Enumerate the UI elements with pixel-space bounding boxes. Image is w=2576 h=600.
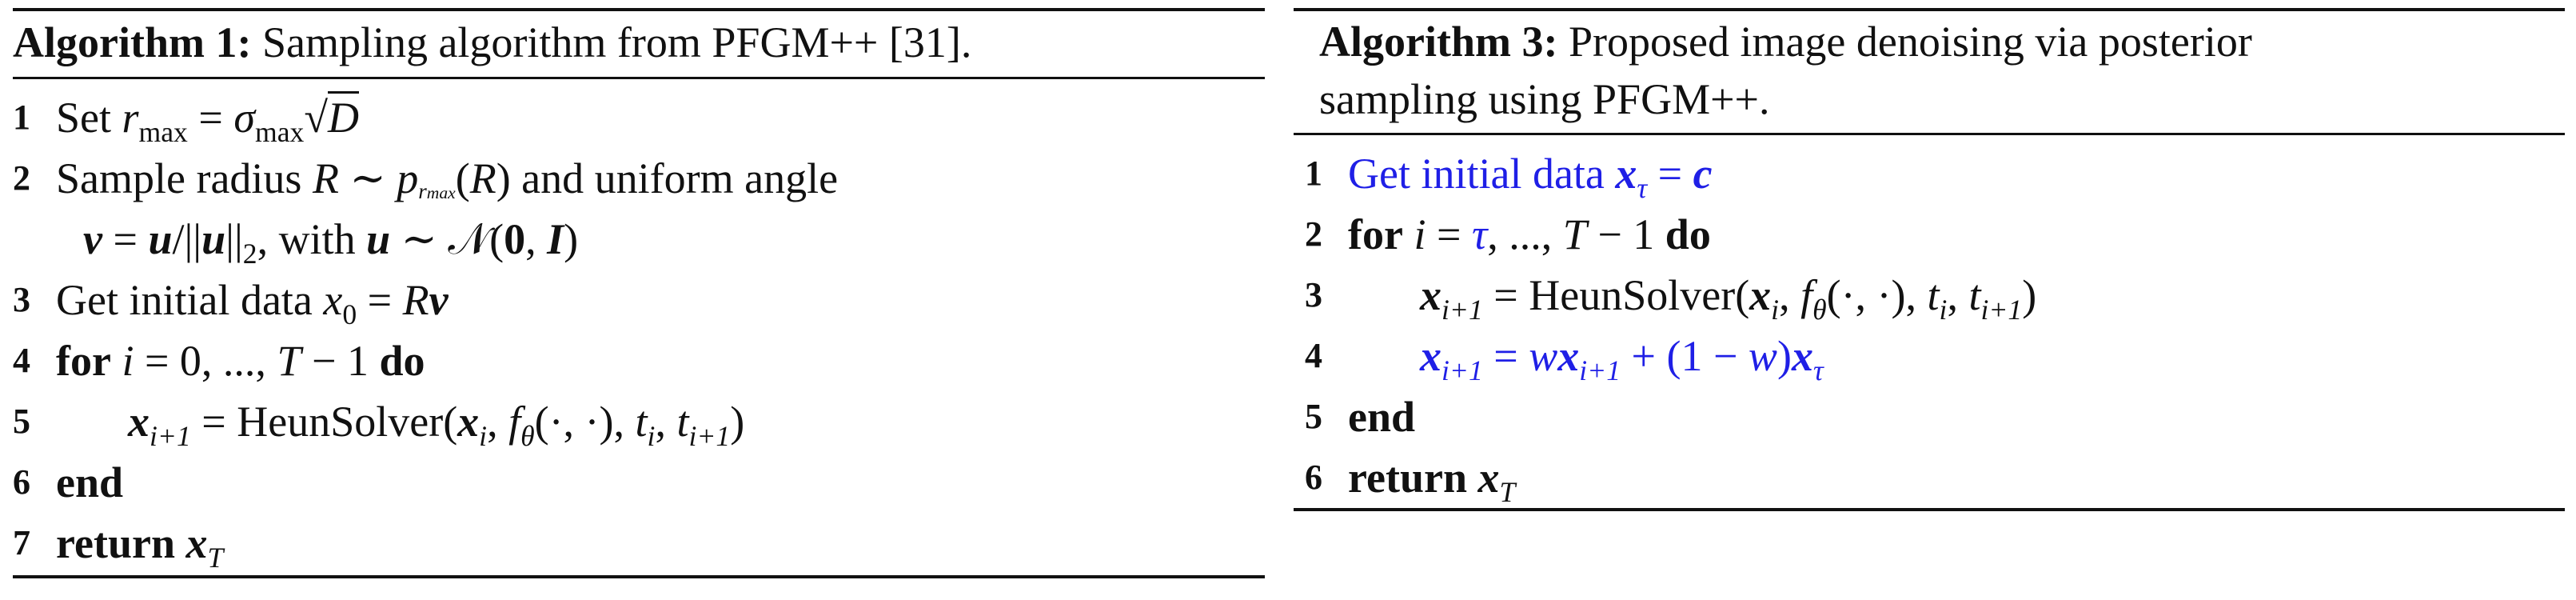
line-number: 4 xyxy=(13,341,30,380)
line-number: 5 xyxy=(13,402,30,441)
algo3-line-4: 4 xi+1 = wxi+1 + (1 − w)xτ xyxy=(1305,326,2565,386)
line-number: 6 xyxy=(1305,458,1322,497)
line-content: for i = 0, ..., T − 1 do xyxy=(56,337,425,385)
algo1-line-5: 5 xi+1 = HeunSolver(xi, fθ(·, ·), ti, ti… xyxy=(13,391,1265,452)
title-rule xyxy=(1294,133,2565,135)
line-content: v = u/||u||2, with u ∼ 𝒩(0, I) xyxy=(83,215,579,270)
line-content: xi+1 = HeunSolver(xi, fθ(·, ·), ti, ti+1… xyxy=(1420,271,2037,326)
algo3-line-5: 5 end xyxy=(1305,386,2565,447)
algo1-line-3: 3 Get initial data x0 = Rv xyxy=(13,270,1265,330)
algorithm-1-lines: 1 Set rmax = σmax√D 2 Sample radius R ∼ … xyxy=(13,79,1265,575)
line-content: return xT xyxy=(56,519,224,574)
algo1-line-4: 4 for i = 0, ..., T − 1 do xyxy=(13,330,1265,391)
algorithm-3-caption-2: sampling using PFGM++. xyxy=(1319,75,1770,123)
line-number: 2 xyxy=(1305,214,1322,254)
line-content: return xT xyxy=(1348,454,1516,509)
algorithm-3-caption: Proposed image denoising via posterior xyxy=(1557,18,2252,66)
line-number: 4 xyxy=(1305,336,1322,375)
algorithm-1-title: Algorithm 1: Sampling algorithm from PFG… xyxy=(13,11,1265,77)
line-number: 1 xyxy=(13,98,30,137)
algorithm-1-box: Algorithm 1: Sampling algorithm from PFG… xyxy=(13,8,1265,578)
line-number: 3 xyxy=(1305,275,1322,314)
line-content: end xyxy=(56,458,124,506)
algo1-line-6: 6 end xyxy=(13,452,1265,513)
bottom-rule xyxy=(13,575,1265,578)
line-content: xi+1 = HeunSolver(xi, fθ(·, ·), ti, ti+1… xyxy=(128,398,745,453)
line-number: 6 xyxy=(13,462,30,502)
line-content: xi+1 = wxi+1 + (1 − w)xτ xyxy=(1420,332,1824,387)
algorithm-1-caption: Sampling algorithm from PFGM++ [31]. xyxy=(251,18,972,66)
algo3-line-2: 2 for i = τ, ..., T − 1 do xyxy=(1305,204,2565,265)
algorithm-3-box: Algorithm 3: Proposed image denoising vi… xyxy=(1294,8,2565,511)
algo3-line-1: 1 Get initial data xτ = c xyxy=(1305,143,2565,204)
algo3-line-3: 3 xi+1 = HeunSolver(xi, fθ(·, ·), ti, ti… xyxy=(1305,265,2565,326)
algorithm-3-label: Algorithm 3: xyxy=(1319,18,1558,66)
top-rule xyxy=(13,8,1265,11)
line-content: Get initial data x0 = Rv xyxy=(56,276,449,331)
algo1-line-7: 7 return xT xyxy=(13,513,1265,574)
algorithm-3-title: Algorithm 3: Proposed image denoising vi… xyxy=(1294,11,2565,133)
line-content: Set rmax = σmax√D xyxy=(56,87,359,153)
line-number: 2 xyxy=(13,158,30,198)
algo1-line-2: 2 Sample radius R ∼ prmax(R) and uniform… xyxy=(13,148,1265,209)
bottom-rule xyxy=(1294,508,2565,511)
top-rule xyxy=(1294,8,2565,11)
line-number: 3 xyxy=(13,280,30,319)
algorithm-3-lines: 1 Get initial data xτ = c 2 for i = τ, .… xyxy=(1294,135,2565,508)
algo3-line-6: 6 return xT xyxy=(1305,447,2565,508)
title-rule xyxy=(13,77,1265,79)
line-content: Sample radius R ∼ prmax(R) and uniform a… xyxy=(56,154,839,203)
line-number: 1 xyxy=(1305,154,1322,193)
algo1-line-1: 1 Set rmax = σmax√D xyxy=(13,87,1265,148)
line-number: 5 xyxy=(1305,397,1322,436)
algo1-line-2-continued: v = u/||u||2, with u ∼ 𝒩(0, I) xyxy=(13,209,1265,270)
algorithm-1-label: Algorithm 1: xyxy=(13,18,252,66)
line-content: end xyxy=(1348,393,1416,441)
line-content: for i = τ, ..., T − 1 do xyxy=(1348,210,1711,258)
line-number: 7 xyxy=(13,523,30,562)
line-content: Get initial data xτ = c xyxy=(1348,150,1713,205)
